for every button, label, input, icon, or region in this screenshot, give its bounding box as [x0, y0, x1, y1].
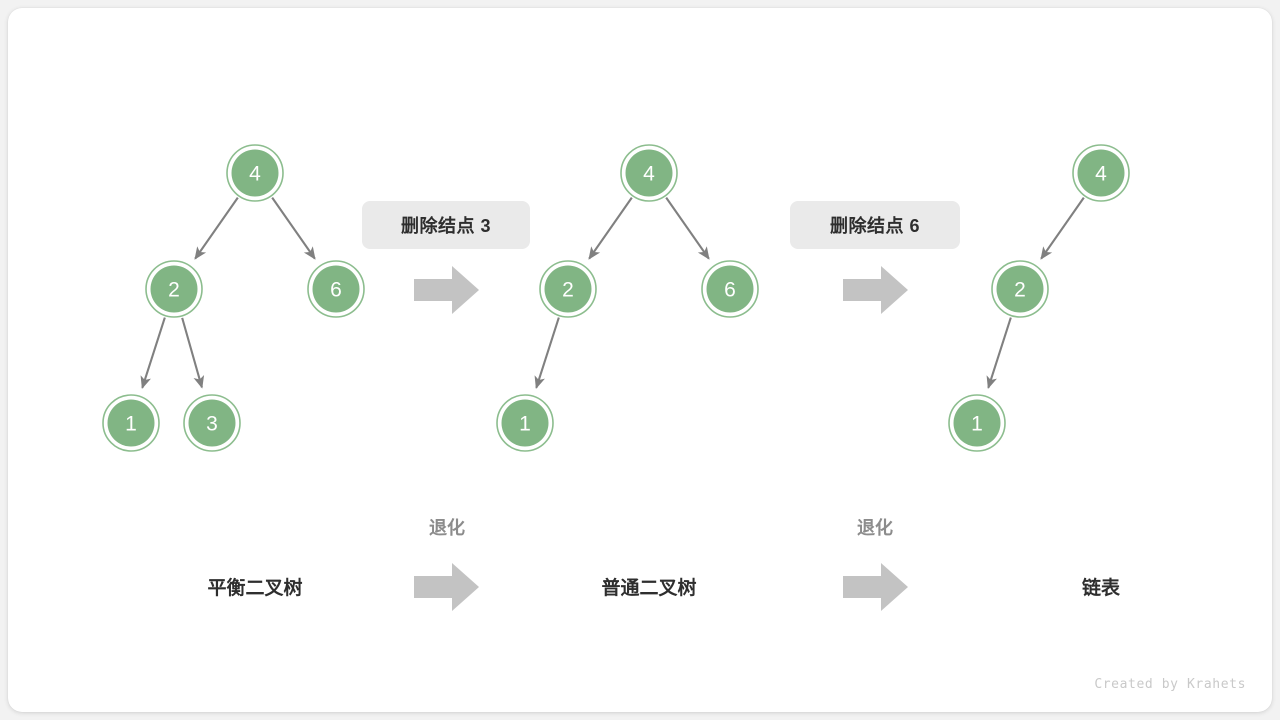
tree-node: 2 — [539, 260, 597, 318]
degrade-label-1: 退化 — [429, 518, 465, 538]
tree-node: 1 — [496, 394, 554, 452]
transition-arrow-bottom-1 — [414, 561, 480, 613]
figure-card: 4 2 6 1 3 4 2 6 1 4 2 1 删除结点 3 删除结点 6 退化 退化 — [8, 8, 1272, 712]
tree-node-label: 2 — [1014, 279, 1026, 302]
caption-linked-list: 链表 — [1081, 578, 1120, 599]
tree-edge — [986, 317, 1012, 389]
tree-node-label: 1 — [519, 413, 531, 436]
tree-edge — [271, 196, 316, 260]
tree-diagram: 4 2 6 1 3 4 2 6 1 4 2 1 — [102, 144, 1130, 452]
tree-node: 6 — [701, 260, 759, 318]
watermark-credit: Created by Krahets — [1094, 677, 1246, 692]
tree-node: 4 — [620, 144, 678, 202]
tree-node: 3 — [183, 394, 241, 452]
tree-node-label: 6 — [724, 279, 736, 302]
tree-edge — [140, 317, 166, 389]
transition-arrow-top-1 — [414, 264, 480, 316]
tree-node-label: 4 — [1095, 163, 1107, 186]
operation-label-delete-3: 删除结点 3 — [362, 201, 530, 249]
tree-node: 2 — [145, 260, 203, 318]
tree-node-label: 1 — [971, 413, 983, 436]
tree-node-label: 6 — [330, 279, 342, 302]
degrade-label-2: 退化 — [857, 518, 893, 538]
tree-nodes: 4 2 6 1 3 4 2 6 1 4 2 1 — [102, 144, 1130, 452]
operation-label-delete-6: 删除结点 6 — [790, 201, 960, 249]
tree-edge — [665, 196, 710, 260]
tree-edge — [194, 196, 239, 260]
tree-node-label: 1 — [125, 413, 137, 436]
transition-arrow-bottom-2 — [843, 561, 909, 613]
tree-node: 6 — [307, 260, 365, 318]
tree-node-label: 2 — [168, 279, 180, 302]
caption-ordinary-tree: 普通二叉树 — [601, 578, 697, 599]
tree-node-label: 4 — [643, 163, 655, 186]
tree-edge — [181, 317, 205, 389]
tree-node: 1 — [948, 394, 1006, 452]
tree-node: 4 — [1072, 144, 1130, 202]
transition-arrow-top-2 — [843, 264, 909, 316]
tree-edge — [534, 317, 560, 389]
tree-node: 4 — [226, 144, 284, 202]
caption-balanced-tree: 平衡二叉树 — [207, 578, 303, 599]
tree-node-label: 4 — [249, 163, 261, 186]
tree-edges — [140, 196, 1085, 389]
tree-node: 1 — [102, 394, 160, 452]
tree-edge — [1040, 196, 1085, 260]
tree-node: 2 — [991, 260, 1049, 318]
tree-node-label: 2 — [562, 279, 574, 302]
tree-node-label: 3 — [206, 413, 218, 436]
tree-edge — [588, 196, 633, 260]
